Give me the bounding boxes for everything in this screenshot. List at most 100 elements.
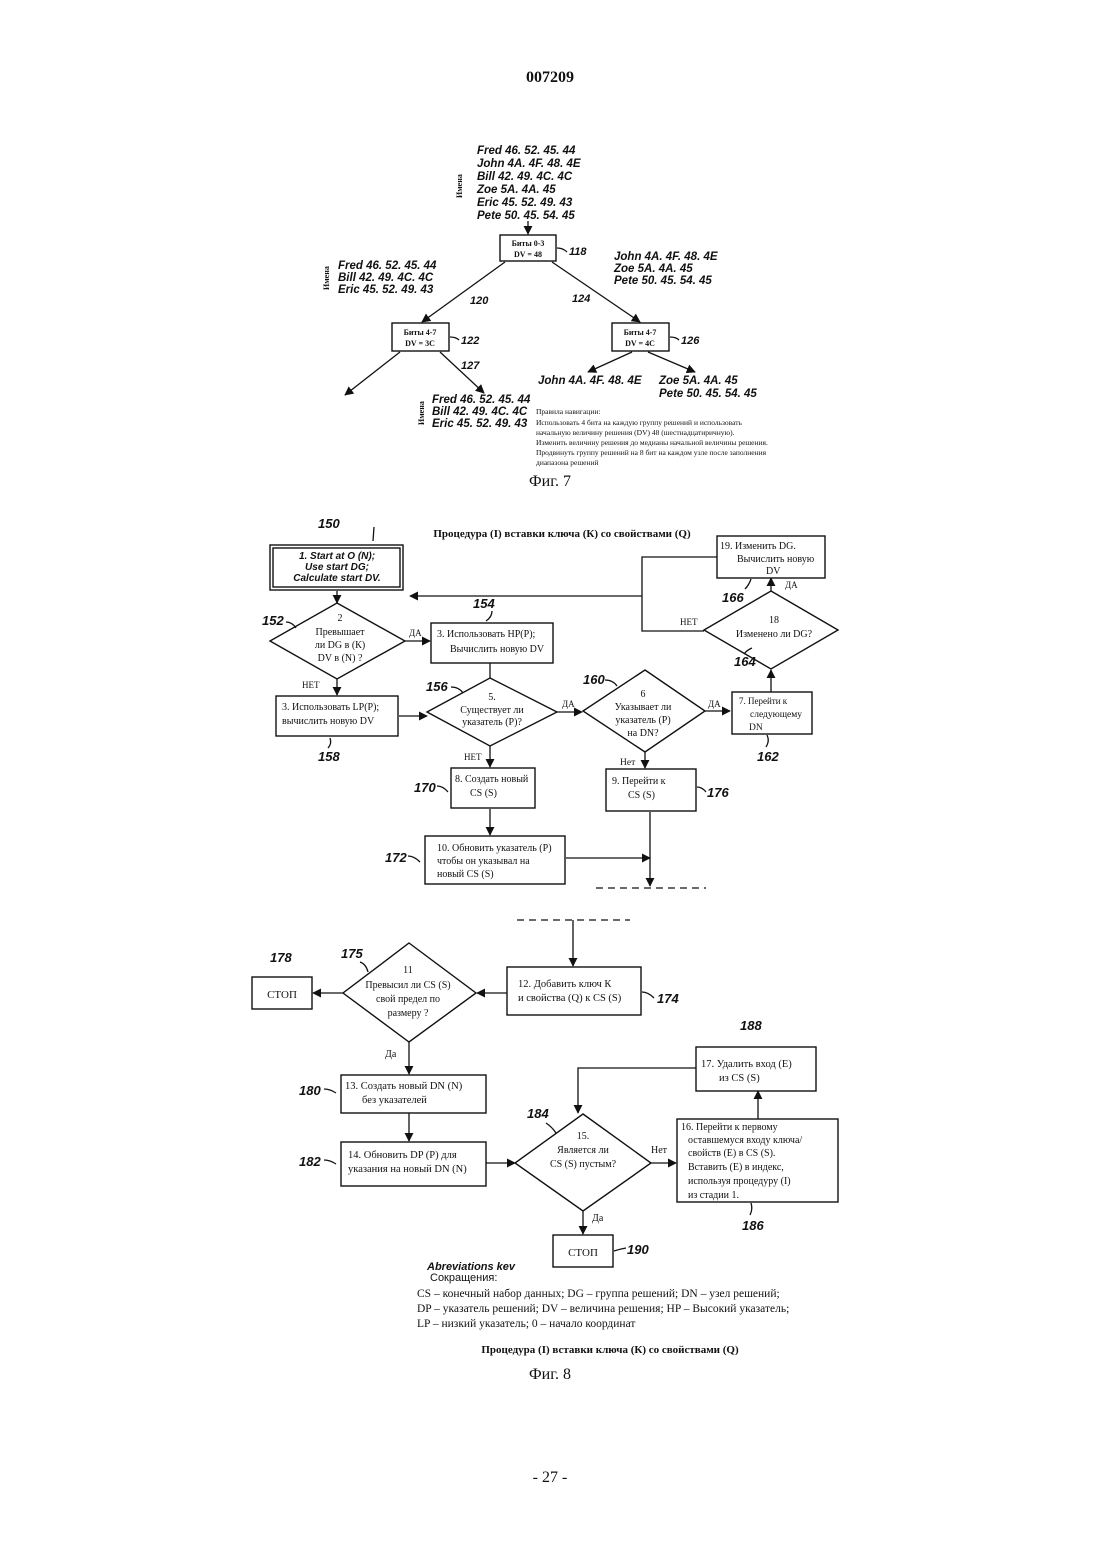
- ref-166: 166: [722, 590, 744, 605]
- svg-text:СТОП: СТОП: [568, 1247, 598, 1259]
- list-item: Eric 45. 52. 49. 43: [432, 418, 528, 430]
- list-item: Eric 45. 52. 49. 43: [477, 197, 573, 209]
- svg-text:7. Перейти к: 7. Перейти к: [739, 696, 788, 706]
- label-net-5: НЕТ: [464, 752, 482, 762]
- svg-text:указания на новый DN (N): указания на новый DN (N): [348, 1164, 467, 1175]
- svg-text:3. Использовать HP(P);: 3. Использовать HP(P);: [437, 629, 536, 640]
- step-15-diamond: 15. Является ли CS (S) пустым?: [515, 1114, 651, 1211]
- ref-175: 175: [341, 946, 363, 961]
- step-9-box: 9. Перейти к CS (S): [606, 769, 696, 811]
- svg-text:Биты 4-7: Биты 4-7: [404, 328, 437, 337]
- svg-text:19. Изменить DG.: 19. Изменить DG.: [720, 541, 796, 552]
- label-net-6: Нет: [620, 758, 636, 768]
- step-3-hp-box: 3. Использовать HP(P); Вычислить новую D…: [431, 623, 553, 663]
- svg-text:чтобы он указывал на: чтобы он указывал на: [437, 856, 530, 867]
- ref-180: 180: [299, 1083, 321, 1098]
- label-da-18: ДА: [785, 580, 798, 590]
- svg-text:Превысил ли CS (S): Превысил ли CS (S): [365, 980, 450, 991]
- list-item: Bill 42. 49. 4C. 4C: [432, 406, 528, 418]
- document-number: 007209: [526, 69, 574, 86]
- svg-text:указатель (Р)?: указатель (Р)?: [462, 717, 522, 728]
- figure-8: Процедура (I) вставки ключа (К) со свойс…: [252, 516, 838, 1383]
- list-item: Pete 50. 45. 54. 45: [614, 275, 712, 287]
- ref-126: 126: [681, 335, 700, 347]
- ref-178: 178: [270, 950, 292, 965]
- decision-node-126: Биты 4-7 DV = 4C: [612, 323, 669, 351]
- svg-text:11: 11: [403, 965, 413, 976]
- list-item: Eric 45. 52. 49. 43: [338, 284, 434, 296]
- label-net-18: НЕТ: [680, 617, 698, 627]
- label-da-5: ДА: [562, 699, 575, 709]
- ref-170: 170: [414, 780, 436, 795]
- list-item: Bill 42. 49. 4C. 4C: [338, 272, 434, 284]
- svg-text:DP – указатель решений; DV – в: DP – указатель решений; DV – величина ре…: [417, 1303, 789, 1315]
- step-12-box: 12. Добавить ключ К и свойства (Q) к CS …: [507, 967, 641, 1015]
- svg-text:16. Перейти к первому: 16. Перейти к первому: [681, 1122, 778, 1133]
- svg-text:Вычислить новую DV: Вычислить новую DV: [450, 644, 545, 655]
- svg-text:и свойства (Q) к CS (S): и свойства (Q) к CS (S): [518, 993, 622, 1004]
- step-1-box: 1. Start at O (N); Use start DG; Calcula…: [270, 545, 403, 590]
- bottom-right-pete: Pete 50. 45. 54. 45: [659, 388, 757, 400]
- svg-text:10. Обновить указатель (Р): 10. Обновить указатель (Р): [437, 843, 552, 854]
- svg-text:свойств (Е) в CS (S).: свойств (Е) в CS (S).: [688, 1148, 775, 1159]
- list-item: John 4A. 4F. 48. 4E: [477, 158, 581, 170]
- ref-152: 152: [262, 613, 284, 628]
- svg-text:CS (S): CS (S): [470, 788, 497, 799]
- svg-text:DV в (N) ?: DV в (N) ?: [318, 653, 363, 664]
- ref-150: 150: [318, 516, 340, 531]
- list-item: Fred 46. 52. 45. 44: [338, 260, 437, 272]
- ref-190: 190: [627, 1242, 649, 1257]
- list-item: Zoe 5A. 4A. 45: [476, 184, 556, 196]
- svg-text:1. Start at O (N);: 1. Start at O (N);: [299, 551, 375, 562]
- ref-156: 156: [426, 679, 448, 694]
- svg-text:12. Добавить ключ К: 12. Добавить ключ К: [518, 979, 612, 990]
- step-16-box: 16. Перейти к первому оставшемуся входу …: [677, 1119, 838, 1202]
- list-item: Zoe 5A. 4A. 45: [613, 263, 693, 275]
- step-7-box: 7. Перейти к следующему DN: [732, 692, 812, 734]
- decision-node-122: Биты 4-7 DV = 3C: [392, 323, 449, 351]
- step-8-box: 8. Создать новый CS (S): [451, 768, 535, 808]
- svg-text:CS – конечный набор данных; DG: CS – конечный набор данных; DG – группа …: [417, 1288, 780, 1300]
- step-17-box: 17. Удалить вход (Е) из CS (S): [696, 1047, 816, 1091]
- label-da-6: ДА: [708, 699, 721, 709]
- svg-text:Сокращения:: Сокращения:: [430, 1272, 497, 1284]
- ref-182: 182: [299, 1154, 321, 1169]
- svg-text:ли DG в (К): ли DG в (К): [315, 640, 365, 651]
- svg-text:Продвинуть группу решений на 8: Продвинуть группу решений на 8 бит на ка…: [536, 448, 767, 457]
- ref-164: 164: [734, 654, 756, 669]
- svg-text:DV = 48: DV = 48: [514, 250, 542, 259]
- svg-text:оставшемуся входу ключа/: оставшемуся входу ключа/: [688, 1135, 802, 1146]
- names-label-bottom: Имена: [417, 401, 426, 425]
- ref-188: 188: [740, 1018, 762, 1033]
- step-13-box: 13. Создать новый DN (N) без указателей: [341, 1075, 486, 1113]
- ref-162: 162: [757, 749, 779, 764]
- ref-158: 158: [318, 749, 340, 764]
- svg-text:Изменить величину решения до м: Изменить величину решения до медианы нач…: [536, 438, 768, 447]
- ref-176: 176: [707, 785, 729, 800]
- svg-text:размеру ?: размеру ?: [388, 1008, 429, 1019]
- svg-text:СТОП: СТОП: [267, 989, 297, 1001]
- svg-text:свой предел по: свой предел по: [376, 994, 440, 1005]
- svg-text:DV = 4C: DV = 4C: [625, 339, 655, 348]
- svg-text:Use start DG;: Use start DG;: [305, 562, 369, 573]
- ref-184: 184: [527, 1106, 549, 1121]
- svg-text:9. Перейти к: 9. Перейти к: [612, 776, 666, 787]
- stop-box-178: СТОП: [252, 977, 312, 1009]
- page-number: - 27 -: [533, 1469, 568, 1486]
- svg-text:2: 2: [338, 613, 343, 624]
- svg-text:DV: DV: [766, 566, 781, 577]
- svg-text:6: 6: [641, 689, 646, 700]
- step-3-lp-box: 3. Использовать LP(P); вычислить новую D…: [276, 696, 398, 736]
- svg-text:Calculate start DV.: Calculate start DV.: [293, 573, 380, 584]
- svg-text:вычислить новую DV: вычислить новую DV: [282, 716, 375, 727]
- stop-box-190: СТОП: [553, 1235, 613, 1267]
- step-14-box: 14. Обновить DP (P) для указания на новы…: [341, 1142, 486, 1186]
- svg-text:Биты 4-7: Биты 4-7: [624, 328, 657, 337]
- ref-174: 174: [657, 991, 679, 1006]
- ref-127: 127: [461, 360, 480, 372]
- figure-8-caption: Фиг. 8: [529, 1366, 571, 1383]
- label-da-15: Да: [592, 1213, 604, 1224]
- step-19-box: 19. Изменить DG. Вычислить новую DV: [717, 536, 825, 578]
- label-da-11: Да: [385, 1049, 397, 1060]
